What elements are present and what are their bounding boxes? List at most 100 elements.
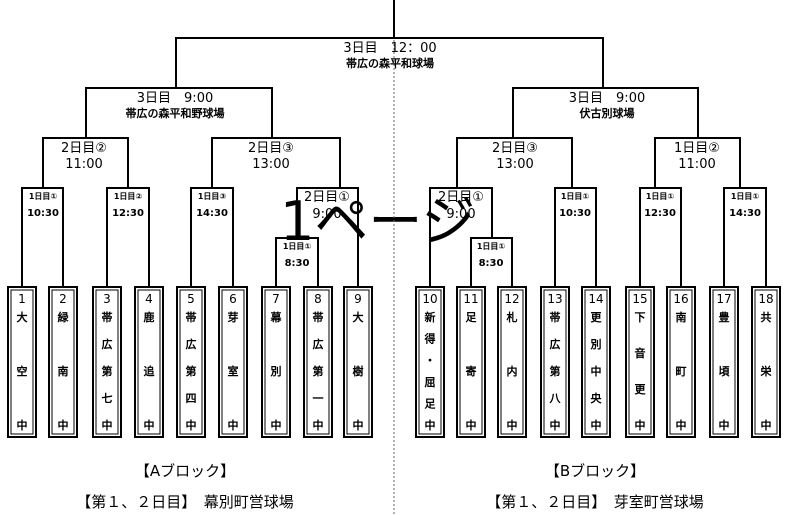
team-box-inner <box>306 289 330 435</box>
team-name-char: 四 <box>186 392 197 405</box>
team-name-char: 豊 <box>719 310 730 324</box>
r2-label-4-time: 11:00 <box>678 157 715 172</box>
final-bracket <box>175 37 604 88</box>
r1-label-8-day: 1日目① <box>731 192 760 201</box>
team-name-char: 頃 <box>719 364 731 378</box>
team-name-char: 一 <box>313 392 324 405</box>
team-name-char: 新 <box>425 310 436 324</box>
r2-label-3-day: 2日目③ <box>492 141 538 156</box>
team-number: 9 <box>354 292 362 306</box>
r1-label-1-day: 1日目① <box>29 192 58 201</box>
r1-label-7-day: 1日目① <box>646 192 675 201</box>
team-name-char: 音 <box>635 346 646 360</box>
r1-label-5-day: 2日目① <box>438 190 484 205</box>
r0-label-2-time: 8:30 <box>479 258 504 269</box>
team-name-char: 中 <box>313 418 324 432</box>
team-name-char: 町 <box>676 365 687 378</box>
team-box-outer <box>7 286 37 438</box>
team-number: 18 <box>758 292 773 306</box>
team-box-outer <box>456 286 486 438</box>
team-name-char: 中 <box>507 418 518 432</box>
block-a-title: 【Aブロック】 <box>135 462 235 480</box>
team-box-outer <box>303 286 333 438</box>
team-name-char: 栄 <box>760 364 773 378</box>
semi-left-bracket <box>85 87 273 138</box>
team-name-char: 別 <box>270 364 282 378</box>
team-box-outer <box>497 286 527 438</box>
team-number: 17 <box>716 292 731 306</box>
team-box-outer <box>540 286 570 438</box>
team-name-char: 帯 <box>313 310 324 324</box>
team-box-outer <box>415 286 445 438</box>
team-name-char: 空 <box>17 364 28 378</box>
r1-label-6-day: 1日目① <box>561 192 590 201</box>
team-box-inner <box>712 289 736 435</box>
team-name-char: 広 <box>186 337 197 351</box>
team-number: 13 <box>547 292 562 306</box>
team-number: 7 <box>272 292 280 306</box>
r2-label-1-time: 11:00 <box>65 157 102 172</box>
team-name-char: 樹 <box>353 364 364 378</box>
r0-bracket-1 <box>275 237 319 287</box>
r1-label-4-day: 2日目① <box>304 190 350 205</box>
team-name-char: 札 <box>506 310 518 324</box>
r2-label-3-time: 13:00 <box>496 157 533 172</box>
team-name-char: 内 <box>507 364 518 378</box>
final-venue: 帯広の森平和球場 <box>346 56 434 70</box>
r1-label-5-time: 9:00 <box>446 207 475 222</box>
team-name-char: 中 <box>719 418 730 432</box>
r2-label-4-day: 1日目② <box>674 141 720 156</box>
team-box-inner <box>628 289 652 435</box>
team-name-char: 第 <box>186 364 197 378</box>
team-name-char: 追 <box>144 364 156 378</box>
team-name-char: 第 <box>313 364 324 378</box>
team-name-char: 第 <box>102 364 113 378</box>
team-name-char: 中 <box>591 418 602 432</box>
team-name-char: 中 <box>271 418 282 432</box>
team-box-inner <box>51 289 75 435</box>
team-number: 14 <box>588 292 603 306</box>
team-name-char: 更 <box>591 311 603 324</box>
r1-bracket-3 <box>190 187 234 287</box>
r0-label-2-day: 1日目① <box>477 242 506 251</box>
team-name-char: 別 <box>590 337 602 351</box>
team-name-char: 幕 <box>270 310 283 324</box>
team-name-char: 鹿 <box>144 310 155 324</box>
team-name-char: 中 <box>228 418 239 432</box>
team-name-char: 大 <box>17 310 28 324</box>
team-box-inner <box>10 289 34 435</box>
team-name-char: 中 <box>761 418 772 432</box>
r1-bracket-1 <box>21 187 64 287</box>
team-name-char: 央 <box>591 391 603 405</box>
team-name-char: 大 <box>353 310 364 324</box>
team-box: 17 豊頃中 <box>709 286 739 438</box>
r1-bracket-7 <box>639 187 682 287</box>
r0-label-1-day: 1日目① <box>283 242 312 251</box>
r1-bracket-5 <box>429 187 493 287</box>
team-name-char: 屈 <box>425 376 436 389</box>
team-box-outer <box>176 286 206 438</box>
block-b-venue: 【第１、２日目】 芽室町営球場 <box>486 493 704 511</box>
team-name-char: ・ <box>425 354 436 367</box>
team-name-char: 広 <box>550 337 561 351</box>
team-name-char: 緑 <box>58 310 70 324</box>
team-box-outer <box>625 286 655 438</box>
team-name-char: 室 <box>228 364 239 378</box>
team-name-char: 下 <box>635 311 646 324</box>
team-box-inner <box>418 289 442 435</box>
r2-bracket-4 <box>654 137 741 188</box>
team-name-char: 共 <box>761 310 772 324</box>
r1-label-4-time: 9:00 <box>312 207 341 222</box>
block-b-title: 【Bブロック】 <box>545 462 645 480</box>
r1-label-1-time: 10:30 <box>27 208 59 219</box>
team-name-char: 中 <box>144 418 155 432</box>
team-name-char: 帯 <box>550 310 561 324</box>
semi-left-time: 3日目 9:00 <box>137 91 213 106</box>
